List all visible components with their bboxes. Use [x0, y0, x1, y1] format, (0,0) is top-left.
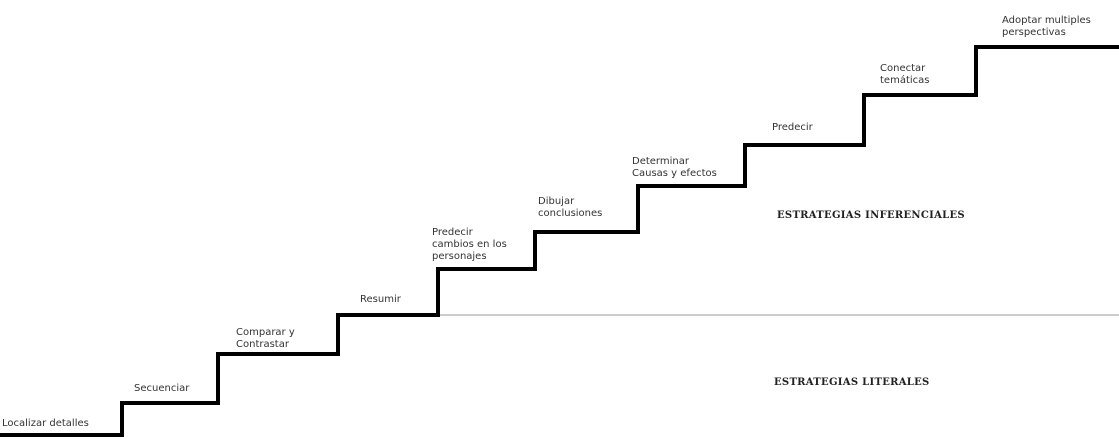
region-label-inferential: ESTRATEGIAS INFERENCIALES [777, 210, 965, 221]
step-label-predecir: Predecir [772, 122, 813, 133]
step-label-adoptar-perspectivas: Adoptar multiples perspectivas [1002, 15, 1091, 38]
staircase-line [0, 45, 1119, 437]
step-label-secuenciar: Secuenciar [134, 383, 190, 394]
step-label-resumir: Resumir [360, 294, 401, 305]
step-label-conectar-tematicas: Conectar temáticas [880, 63, 930, 86]
step-label-comparar-contrastar: Comparar y Contrastar [236, 327, 295, 350]
step-label-predecir-cambios: Predecir cambios en los personajes [432, 227, 507, 262]
region-label-literal: ESTRATEGIAS LITERALES [774, 377, 930, 388]
step-label-determinar-causas: Determinar Causas y efectos [632, 156, 717, 179]
step-label-localizar-detalles: Localizar detalles [2, 418, 89, 429]
step-label-dibujar-conclusiones: Dibujar conclusiones [538, 196, 603, 219]
